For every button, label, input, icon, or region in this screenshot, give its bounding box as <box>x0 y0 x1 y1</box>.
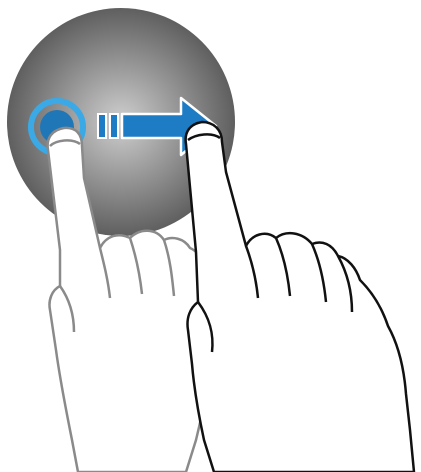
hand-end-position <box>186 122 414 472</box>
